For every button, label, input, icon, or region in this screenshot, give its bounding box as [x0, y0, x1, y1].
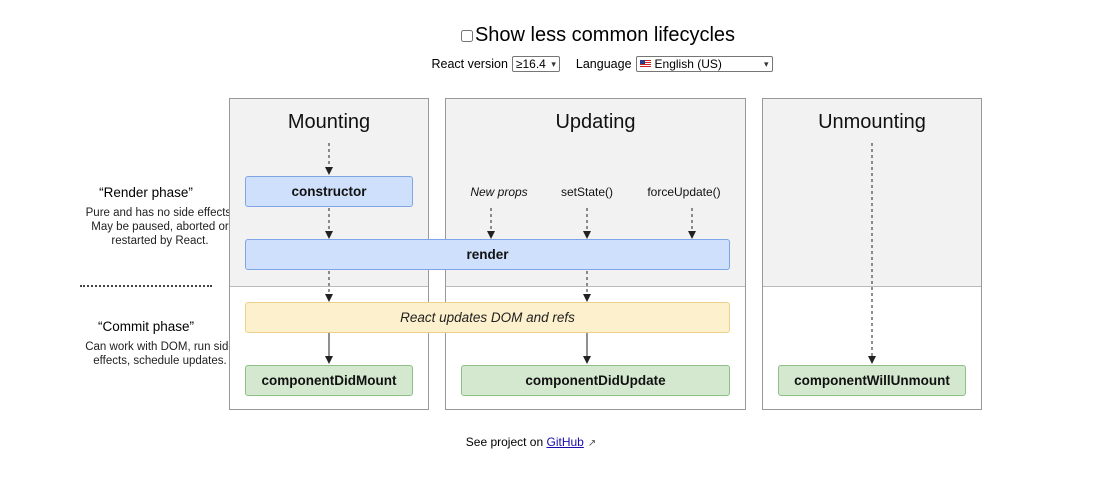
new-props-label: New props	[470, 185, 528, 199]
unmounting-column: Unmounting	[762, 98, 982, 410]
commit-phase-description: Can work with DOM, run side effects, sch…	[85, 341, 235, 367]
set-state-label: setState()	[560, 185, 614, 199]
commit-phase-title: “Commit phase”	[97, 319, 195, 334]
react-version-select[interactable]: ≥16.4 ▾	[511, 56, 560, 72]
force-update-label: forceUpdate()	[647, 185, 721, 199]
language-select[interactable]: English (US) ▾	[635, 56, 773, 72]
component-did-update-node: componentDidUpdate	[461, 365, 730, 396]
language-label: Language	[575, 57, 632, 71]
show-less-common-checkbox[interactable]	[460, 29, 473, 42]
component-will-unmount-node: componentWillUnmount	[778, 365, 966, 396]
us-flag-icon	[639, 60, 651, 68]
constructor-node: constructor	[245, 176, 413, 207]
footer-text: See project on	[465, 435, 547, 449]
external-link-icon: ↗	[587, 438, 597, 449]
lifecycle-toggle-row: Show less common lifecycles	[0, 24, 1116, 47]
render-node: render	[245, 239, 730, 270]
phase-separator	[80, 285, 212, 287]
footer: See project on GitHub↗	[0, 435, 1062, 449]
controls-row: React version ≥16.4 ▾ Language English (…	[0, 56, 1116, 72]
chevron-down-icon: ▾	[764, 58, 769, 69]
react-version-label: React version	[431, 57, 508, 71]
updating-title: Updating	[555, 111, 636, 133]
chevron-down-icon: ▾	[551, 58, 556, 69]
show-less-common-label[interactable]: Show less common lifecycles	[474, 24, 736, 46]
react-version-value: ≥16.4	[515, 57, 546, 71]
github-link[interactable]: GitHub	[546, 435, 584, 449]
language-value: English (US)	[654, 57, 722, 71]
render-phase-title: “Render phase”	[99, 185, 193, 200]
component-did-mount-node: componentDidMount	[245, 365, 413, 396]
unmounting-title: Unmounting	[818, 111, 926, 133]
react-updates-dom-node: React updates DOM and refs	[245, 302, 730, 333]
render-phase-description: Pure and has no side effects. May be pau…	[85, 207, 235, 247]
mounting-title: Mounting	[287, 111, 371, 133]
